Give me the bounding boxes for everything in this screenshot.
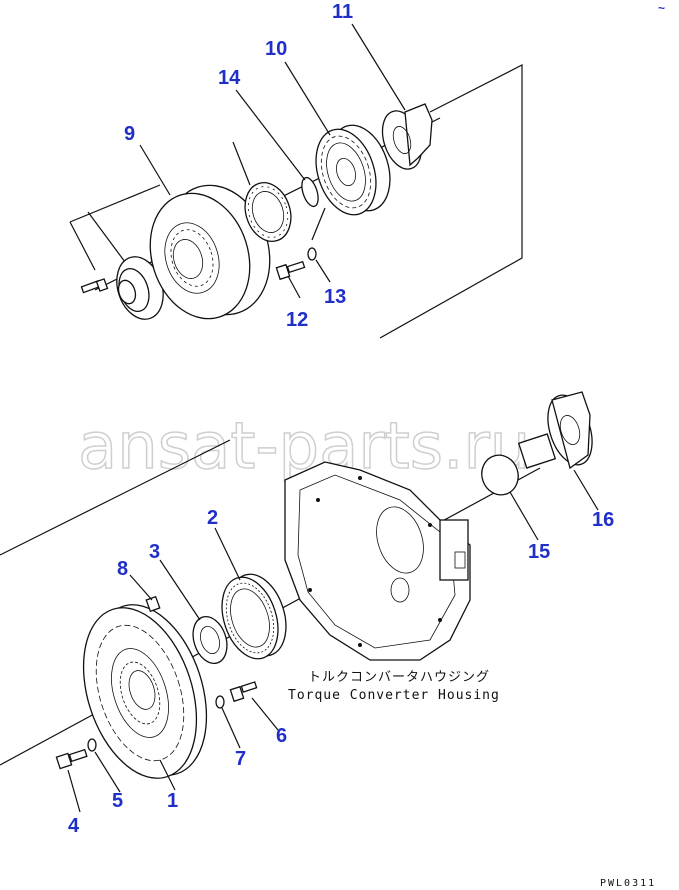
part-9-bolt: [80, 278, 109, 294]
part-15-o-ring: [481, 454, 519, 496]
callout-10: 10: [265, 38, 287, 60]
housing-caption-japanese: トルクコンバータハウジング: [308, 670, 490, 685]
callout-3: 3: [149, 541, 160, 563]
callout-8: 8: [117, 558, 128, 580]
callout-2: 2: [207, 507, 218, 529]
part-13-washer: [307, 247, 317, 261]
part-12-bolt: [275, 260, 306, 281]
callout-9: 9: [124, 123, 135, 145]
part-9-hub: [116, 256, 164, 320]
callout-5: 5: [112, 790, 123, 812]
callout-6: 6: [276, 725, 287, 747]
callout-4: 4: [68, 815, 80, 837]
callout-11: 11: [332, 1, 353, 23]
part-2-gear: [221, 573, 287, 660]
drawing-code: PWL0311: [600, 878, 656, 889]
callout-12: 12: [286, 309, 308, 331]
callout-7: 7: [235, 748, 246, 770]
part-3-bearing: [192, 615, 228, 665]
callout-16: 16: [592, 509, 614, 531]
callout-15: 15: [528, 541, 550, 563]
part-10-pump-body: [315, 124, 391, 216]
part-16-flange: [517, 391, 593, 470]
part-5-washer: [87, 738, 97, 752]
part-4-bolt: [55, 748, 88, 770]
callout-labels: 11 10 14 9 13 12 2 3 8 6 7 1 5 4 15 16: [68, 1, 614, 837]
part-1-plate: [82, 604, 208, 779]
callout-13: 13: [324, 286, 346, 308]
lower-assembly: [0, 391, 599, 813]
part-7-washer: [215, 695, 225, 709]
callout-1: 1: [167, 790, 178, 812]
part-9-disc: [149, 184, 271, 320]
corner-mark: ~: [658, 1, 665, 15]
torque-converter-housing: [284, 461, 471, 661]
callout-14: 14: [218, 67, 241, 89]
housing-caption-english: Torque Converter Housing: [288, 688, 500, 703]
part-6-bolt: [229, 681, 258, 703]
part-14-gasket: [244, 182, 292, 242]
part-11-flange: [381, 103, 433, 170]
part-14-snap-ring: [301, 176, 319, 208]
upper-assembly: [69, 23, 523, 339]
